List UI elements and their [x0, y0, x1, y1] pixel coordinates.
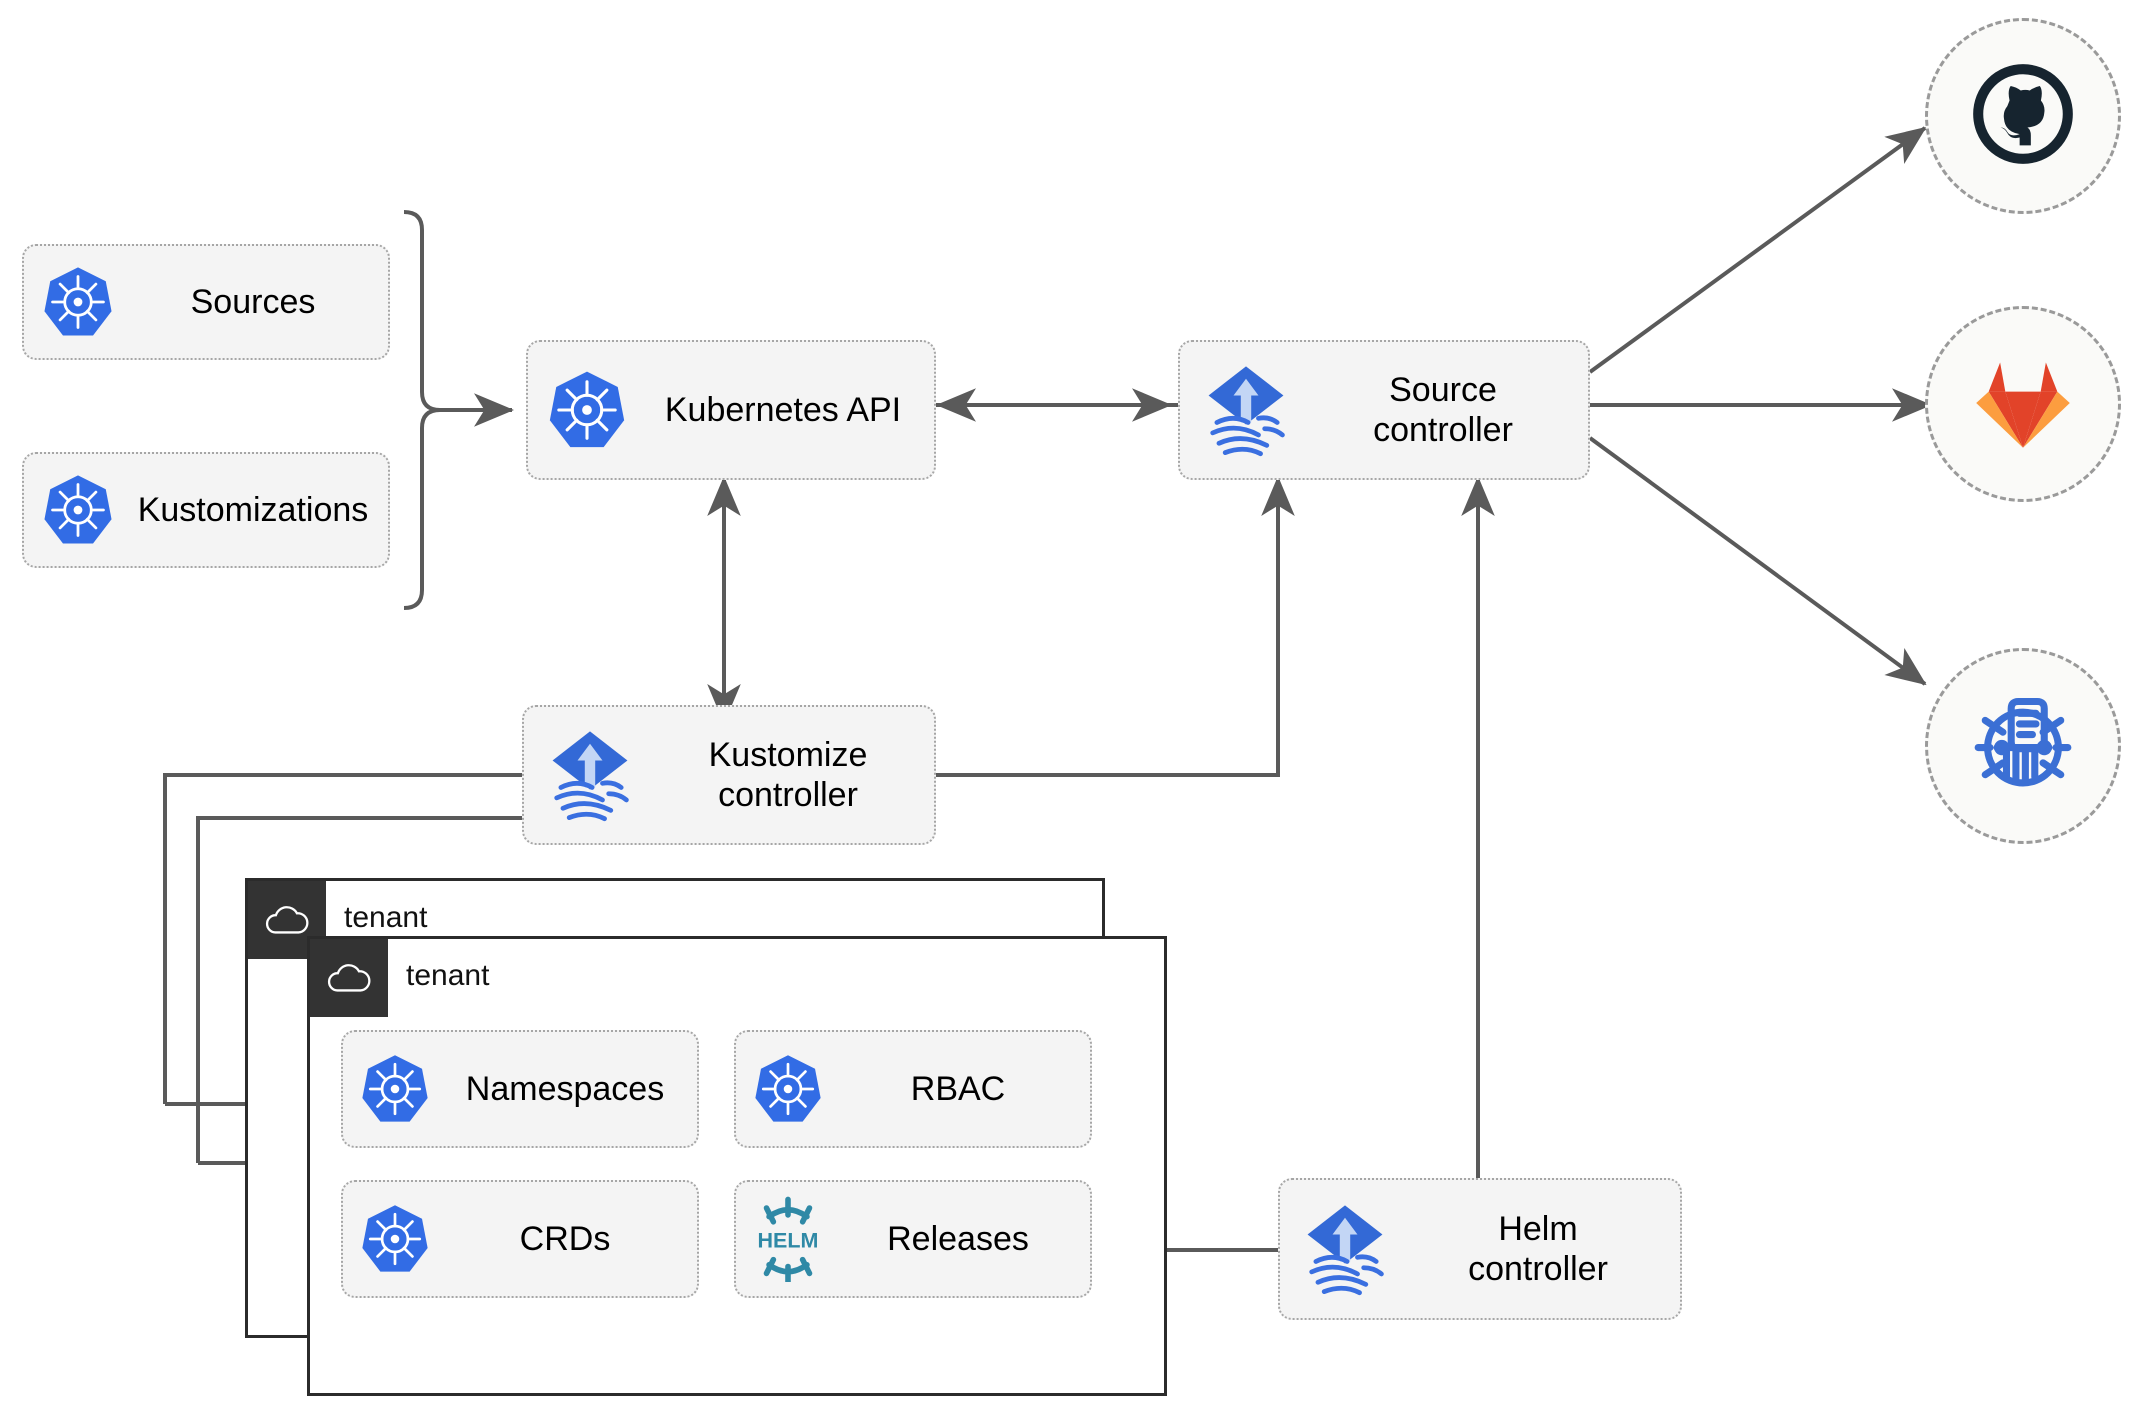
endpoint-gitlab[interactable] [1925, 306, 2121, 502]
kubernetes-icon [343, 1203, 447, 1275]
node-kustomize-controller-label: Kustomize controller [708, 735, 868, 814]
tenant-label: tenant [406, 959, 490, 992]
node-helm-controller[interactable]: Helm controller [1278, 1178, 1682, 1320]
node-releases-label: Releases [887, 1219, 1029, 1258]
kubernetes-icon [24, 473, 132, 547]
node-releases[interactable]: HELM Releases [734, 1180, 1092, 1298]
kubernetes-icon [736, 1053, 840, 1125]
gitlab-icon [1971, 352, 2075, 457]
line-kustomize-to-source [936, 500, 1280, 777]
kubernetes-icon [24, 265, 132, 339]
node-kustomizations[interactable]: Kustomizations [22, 452, 390, 568]
node-sources[interactable]: Sources [22, 244, 390, 360]
helm-repository-icon [1964, 685, 2082, 808]
flux-icon [1180, 358, 1312, 462]
arrow-source-to-github [1588, 126, 1927, 374]
github-icon [1967, 58, 2079, 175]
tenant-container-2[interactable]: tenant [307, 936, 1167, 1396]
helm-icon: HELM [736, 1196, 840, 1282]
node-namespaces-label: Namespaces [465, 1069, 665, 1108]
svg-text:HELM: HELM [758, 1229, 819, 1253]
node-rbac-label: RBAC [910, 1069, 1006, 1108]
node-crds[interactable]: CRDs [341, 1180, 699, 1298]
arrow-source-to-helm-repo [1588, 436, 1927, 686]
node-rbac[interactable]: RBAC [734, 1030, 1092, 1148]
node-helm-controller-label: Helm controller [1468, 1209, 1608, 1288]
endpoint-helm-repository[interactable] [1925, 648, 2121, 844]
node-source-controller[interactable]: Source controller [1178, 340, 1590, 480]
node-source-controller-label: Source controller [1373, 370, 1513, 449]
endpoint-github[interactable] [1925, 18, 2121, 214]
brace-sources-kustomizations [403, 210, 441, 610]
node-kubernetes-api-label: Kubernetes API [664, 390, 902, 429]
node-kustomize-controller[interactable]: Kustomize controller [522, 705, 936, 845]
node-crds-label: CRDs [519, 1219, 611, 1258]
kubernetes-icon [528, 369, 646, 451]
node-kustomizations-label: Kustomizations [137, 490, 369, 529]
node-namespaces[interactable]: Namespaces [341, 1030, 699, 1148]
node-kubernetes-api[interactable]: Kubernetes API [526, 340, 936, 480]
cloud-icon [310, 939, 388, 1017]
flux-icon [1280, 1197, 1410, 1301]
kubernetes-icon [343, 1053, 447, 1125]
flux-icon [524, 723, 656, 827]
node-sources-label: Sources [190, 282, 316, 321]
tenant-label: tenant [344, 901, 428, 934]
